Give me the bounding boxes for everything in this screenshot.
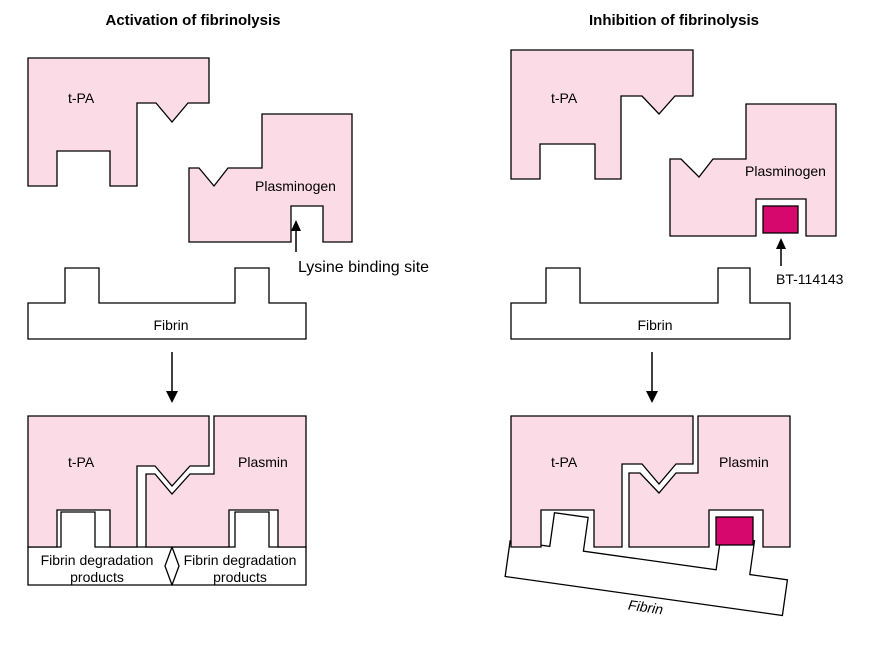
tpa-label-inhibition: t-PA xyxy=(551,90,578,106)
fdp-left-line2: products xyxy=(70,569,124,585)
plasmin-shape-inhibition xyxy=(628,415,791,548)
bound-tpa-label-inhibition: t-PA xyxy=(551,454,578,470)
plasmin-shape xyxy=(145,415,307,548)
tpa-label: t-PA xyxy=(68,90,95,106)
reaction-arrow-inhibition xyxy=(646,352,658,403)
binding-site-arrow xyxy=(291,220,301,252)
fibrin-shape xyxy=(27,267,307,340)
bound-tpa-shape-inhibition xyxy=(510,415,694,548)
displaced-fibrin-label: Fibrin xyxy=(627,597,664,618)
inhibitor-label: BT-114143 xyxy=(776,271,844,287)
reaction-arrow xyxy=(166,352,178,403)
tpa-shape xyxy=(27,57,210,187)
bt-114143-inhibitor xyxy=(762,205,799,234)
inhibitor-arrow xyxy=(776,238,786,266)
bound-tpa-shape xyxy=(27,415,210,548)
inhibition-panel: Inhibition of fibrinolysis t-PA Plasmino… xyxy=(504,12,844,618)
fibrin-label: Fibrin xyxy=(153,317,188,333)
plasminogen-shape-inhibition xyxy=(669,103,837,237)
plasminogen-label-inhibition: Plasminogen xyxy=(745,163,826,179)
binding-site-label: Lysine binding site xyxy=(298,259,429,276)
fdp-right-line1: Fibrin degradation xyxy=(184,552,297,568)
bt-114143-bound-inhibitor xyxy=(715,516,754,546)
plasminogen-shape xyxy=(188,113,353,243)
fibrin-label-inhibition: Fibrin xyxy=(637,317,672,333)
bound-tpa-label: t-PA xyxy=(68,454,95,470)
plasmin-label: Plasmin xyxy=(238,454,288,470)
activation-panel: Activation of fibrinolysis t-PA Plasmino… xyxy=(27,12,429,586)
inhibition-title: Inhibition of fibrinolysis xyxy=(589,12,759,29)
tpa-shape-inhibition xyxy=(510,49,694,180)
plasminogen-label: Plasminogen xyxy=(255,178,336,194)
fdp-left-line1: Fibrin degradation xyxy=(41,552,154,568)
fdp-right-line2: products xyxy=(213,569,267,585)
plasmin-label-inhibition: Plasmin xyxy=(719,454,769,470)
activation-title: Activation of fibrinolysis xyxy=(105,12,280,29)
fibrin-shape-inhibition xyxy=(510,267,791,340)
